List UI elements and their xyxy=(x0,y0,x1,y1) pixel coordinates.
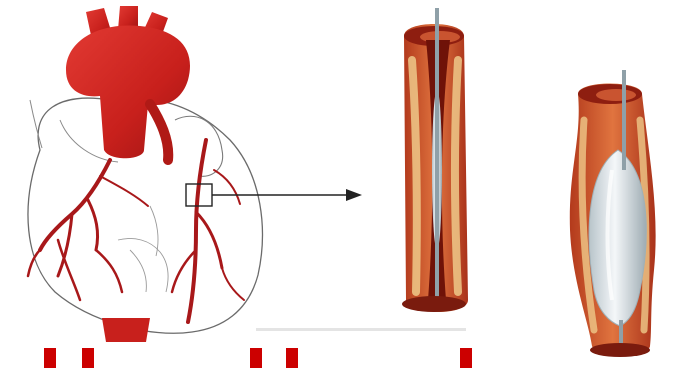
cropped-caption-fragment xyxy=(0,348,681,368)
inflated-balloon xyxy=(589,150,646,326)
artery-cross-section-icon xyxy=(402,8,468,312)
heart-with-coronary-arteries-icon xyxy=(28,6,262,342)
catheter-wire xyxy=(435,8,439,304)
balloon-angioplasty-icon xyxy=(570,70,656,357)
